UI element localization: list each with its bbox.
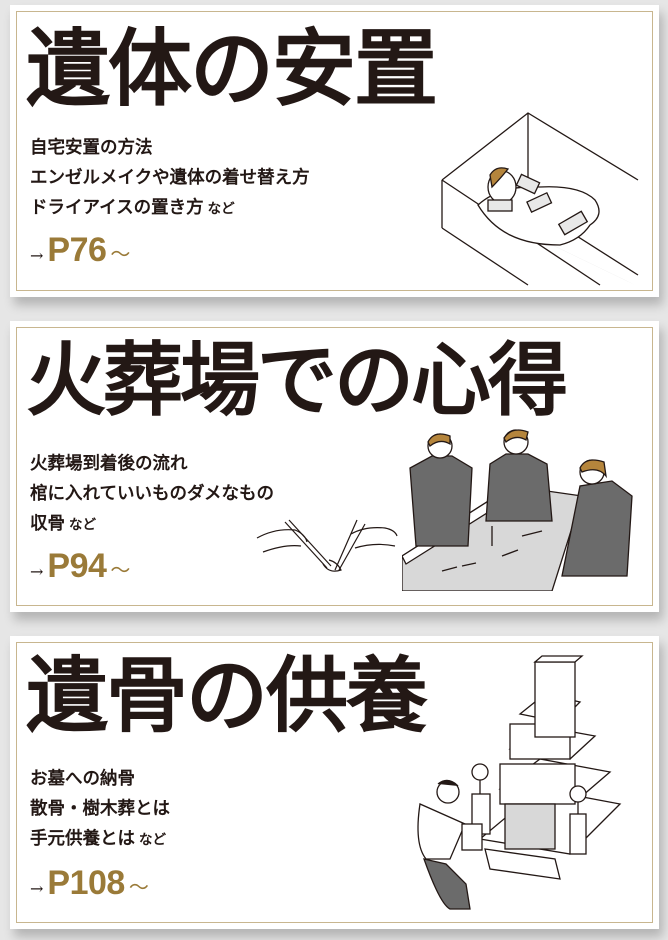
arrow-right-icon: → bbox=[30, 562, 44, 581]
topic-list: 火葬場到着後の流れ 棺に入れていいものダメなもの 収骨など bbox=[30, 449, 274, 540]
page-reference[interactable]: → P108 ～ bbox=[30, 864, 149, 903]
etc-label: など bbox=[139, 832, 166, 848]
grave-illustration-icon bbox=[417, 655, 622, 910]
section-card-body-placement: 遺体の安置 自宅安置の方法 エンゼルメイクや遺体の着せ替え方 ドライアイスの置き… bbox=[10, 5, 659, 297]
section-title: 火葬場での心得 bbox=[26, 334, 568, 427]
page-reference[interactable]: → P94 ～ bbox=[30, 547, 130, 586]
card-border bbox=[16, 11, 653, 291]
topic-item: ドライアイスの置き方など bbox=[30, 198, 235, 218]
tilde-mark: ～ bbox=[110, 242, 131, 266]
topic-item: 棺に入れていいものダメなもの bbox=[30, 484, 274, 504]
topic-list: お墓への納骨 散骨・樹木葬とは 手元供養とはなど bbox=[30, 764, 170, 855]
chopsticks-hands-icon bbox=[256, 519, 398, 572]
page-number: P76 bbox=[47, 231, 107, 269]
topic-item: エンゼルメイクや遺体の着せ替え方 bbox=[30, 168, 310, 188]
page-reference[interactable]: → P76 ～ bbox=[30, 231, 130, 270]
section-title: 遺体の安置 bbox=[26, 20, 438, 118]
page-number: P108 bbox=[47, 864, 125, 902]
topic-item: 火葬場到着後の流れ bbox=[30, 454, 188, 474]
topic-item: 収骨など bbox=[30, 514, 96, 534]
topic-item: 自宅安置の方法 bbox=[30, 138, 153, 158]
etc-label: など bbox=[207, 201, 235, 217]
topic-item: 手元供養とはなど bbox=[30, 829, 166, 849]
arrow-right-icon: → bbox=[30, 246, 44, 265]
section-card-crematorium: 火葬場での心得 火葬場到着後の流れ 棺に入れていいものダメなもの 収骨など → … bbox=[10, 321, 659, 612]
tilde-mark: ～ bbox=[110, 558, 131, 582]
topic-list: 自宅安置の方法 エンゼルメイクや遺体の着せ替え方 ドライアイスの置き方など bbox=[30, 133, 310, 224]
section-card-memorial-remains: 遺骨の供養 お墓への納骨 散骨・樹木葬とは 手元供養とはなど → P108 ～ bbox=[10, 636, 659, 929]
crematorium-family-illustration-icon bbox=[402, 429, 633, 591]
section-title: 遺骨の供養 bbox=[26, 649, 428, 744]
coffin-illustration-icon bbox=[441, 112, 639, 286]
card-border bbox=[16, 327, 653, 606]
arrow-right-icon: → bbox=[30, 879, 44, 898]
tilde-mark: ～ bbox=[128, 875, 149, 899]
page-number: P94 bbox=[47, 547, 107, 585]
topic-item: お墓への納骨 bbox=[30, 769, 135, 789]
etc-label: など bbox=[69, 517, 96, 533]
card-border bbox=[16, 642, 653, 923]
topic-item: 散骨・樹木葬とは bbox=[30, 799, 170, 819]
